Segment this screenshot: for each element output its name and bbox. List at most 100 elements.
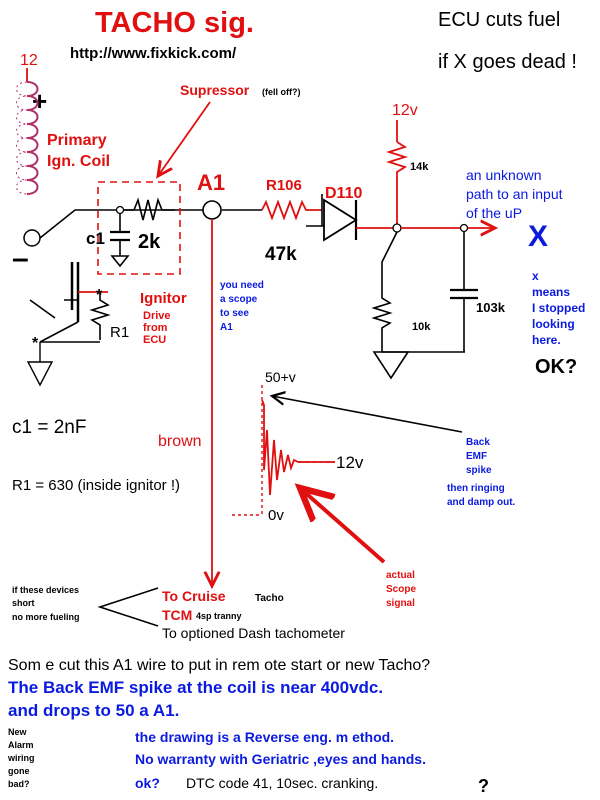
coil-supply-label: 12 [20,52,38,69]
footer-side-line-2: Alarm [8,740,34,750]
suppressor-box [97,181,181,275]
footer-line-6-question: ? [478,776,489,796]
c1-value-note: c1 = 2nF [12,417,86,438]
coil-minus-sign: – [12,242,29,275]
ignitor-label: Ignitor [140,290,187,307]
short-note-line-2: short [12,598,35,608]
back-emf-line-3: spike [466,465,492,476]
x-means-line-2: means [532,285,570,299]
output-tcm-suffix: 4sp tranny [196,611,242,621]
resistor-10k-label: 10k [412,321,431,333]
r106-label: R106 [266,177,302,194]
unknown-path-line-2: path to an input [466,186,563,202]
c1-ground-symbol [110,240,130,268]
suppressor-note: (fell off?) [262,87,301,97]
suppressor-label: Supressor [180,82,250,98]
actual-signal-line-1: actual [386,570,415,581]
footer-line-6-ok: ok? [135,775,160,791]
title: TACHO sig. [95,7,254,39]
footer-line-5: No warranty with Geriatric ,eyes and han… [135,751,426,767]
r1-star-mark: * [96,287,103,304]
node-a1 [202,200,222,220]
x-means-line-4: looking [532,317,575,331]
resistor-2k [124,197,175,221]
ignitor-drive-line-2: from [143,322,168,334]
footer-line-3: and drops to 50 a A1. [8,701,179,720]
scope-note-line-4: A1 [220,322,233,333]
unknown-path-line-1: an unknown [466,167,542,183]
footer-line-2: The Back EMF spike at the coil is near 4… [8,678,383,697]
vcc-12v-label: 12v [392,102,418,119]
unknown-path-line-3: of the uP [466,205,522,221]
x-means-line-1: x [532,269,539,283]
ignitor-drive-wire [29,299,56,319]
resistor-10k [371,231,398,352]
x-means-line-3: I stopped [532,301,585,315]
website-url: http://www.fixkick.com/ [70,45,237,62]
waveform-mid-label: 12v [336,453,364,472]
output-fork [97,587,159,627]
back-emf-line-1: Back [466,437,490,448]
resistor-14k-label: 14k [410,161,429,173]
scope-note-line-3: to see [220,308,249,319]
c1-label: c1 [86,229,105,248]
scope-note-line-2: a scope [220,294,258,305]
footer-line-6: DTC code 41, 10sec. cranking. [186,775,378,791]
cap-103k-label: 103k [476,300,506,315]
output-cruise: To Cruise [162,588,226,604]
coil-winding-back [16,81,28,195]
footer-line-1: Som e cut this A1 wire to put in rem ote… [8,657,430,674]
footer-side-line-1: New [8,727,28,737]
r1-value-note: R1 = 630 (inside ignitor !) [12,477,180,494]
ignitor-drive-line-1: Drive [143,310,171,322]
waveform-top-label: 50+v [265,369,296,385]
node-a1-label: A1 [197,170,225,195]
r1-label: R1 [110,324,129,341]
ground-symbol-10k [372,351,410,380]
divider-node [392,223,402,233]
footer-side-line-5: bad? [8,779,30,789]
short-note-line-3: no more fueling [12,612,80,622]
output-dash: To optioned Dash tachometer [162,625,345,641]
short-note-line-1: if these devices [12,585,79,595]
footer-side-line-4: gone [8,766,30,776]
coil-label-line-2: Ign. Coil [47,153,110,170]
ignitor-ground-symbol [26,342,54,387]
waveform-trace [261,399,335,496]
resistor-r106 [261,199,322,221]
actual-signal-line-2: Scope [386,584,416,595]
ignitor-drive-line-3: ECU [143,334,166,346]
back-emf-line-2: EMF [466,451,487,462]
x-marker: X [528,220,548,253]
waveform-bottom-label: 0v [268,507,284,524]
footer-line-4: the drawing is a Reverse eng. m ethod. [135,729,394,745]
actual-signal-arrow [300,488,386,564]
brown-wire-label: brown [158,433,202,450]
ignitor-star-mark: * [32,335,39,352]
suppressor-pointer-arrow [158,101,211,176]
ok-question: OK? [535,356,577,378]
scope-note-line-1: you need [220,280,264,291]
output-node [459,223,469,233]
footer-side-line-3: wiring [7,753,35,763]
actual-signal-line-3: signal [386,598,415,609]
coil-label-line-1: Primary [47,132,107,149]
output-cruise-suffix: Tacho [255,593,284,604]
ecu-note-line-2: if X goes dead ! [438,51,577,73]
signal-wire-coil-to-a1 [39,209,203,239]
back-emf-arrow [272,396,463,433]
output-tcm: TCM [162,607,192,623]
resistor-2k-label: 2k [138,231,161,253]
ecu-note-line-1: ECU cuts fuel [438,9,560,31]
d110-label: D110 [325,185,362,202]
resistor-r1 [89,292,111,340]
back-emf-line-4: then ringing [447,483,505,494]
suppressor-node [115,205,125,215]
r106-value: 47k [265,244,297,265]
x-means-line-5: here. [532,333,561,347]
ignitor-source-wire [39,321,79,343]
diode-d110 [323,198,358,242]
back-emf-line-5: and damp out. [447,497,516,508]
